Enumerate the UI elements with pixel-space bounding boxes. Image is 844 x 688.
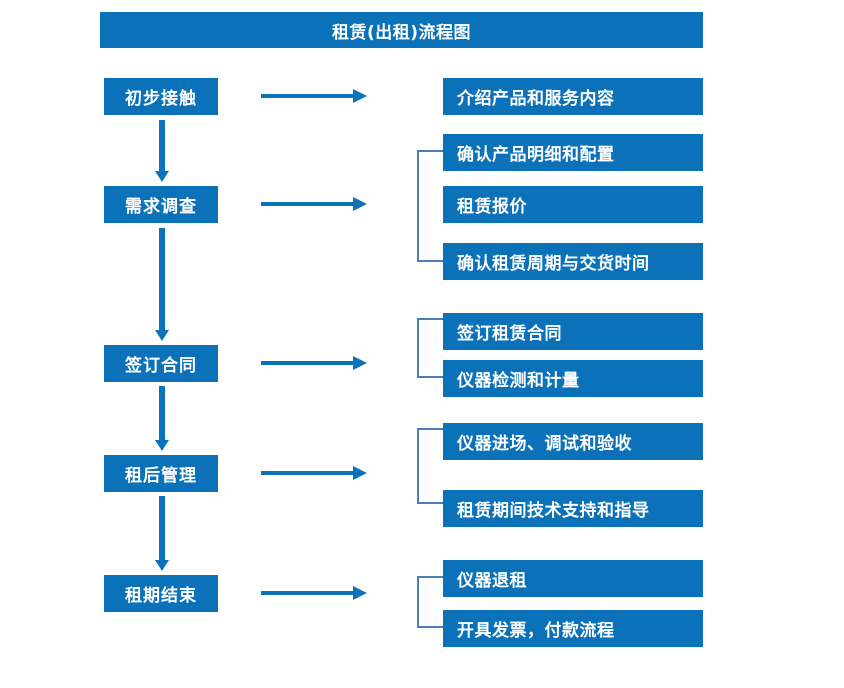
stage-box-1[interactable]: 初步接触 <box>104 78 218 115</box>
stage-box-3[interactable]: 签订合同 <box>104 345 218 382</box>
group-bracket-2 <box>417 318 443 378</box>
right-arrow-1 <box>261 89 367 103</box>
right-arrow-4 <box>261 466 367 480</box>
right-arrow-2 <box>261 197 367 211</box>
detail-box-4[interactable]: 确认租赁周期与交货时间 <box>443 243 703 280</box>
down-arrow-1 <box>155 120 169 182</box>
stage-box-4[interactable]: 租后管理 <box>104 455 218 492</box>
detail-box-5[interactable]: 签订租赁合同 <box>443 313 703 350</box>
right-arrow-3 <box>261 356 367 370</box>
stage-box-5[interactable]: 租期结束 <box>104 575 218 612</box>
down-arrow-2 <box>155 228 169 341</box>
stage-box-2[interactable]: 需求调查 <box>104 186 218 223</box>
group-bracket-1 <box>417 150 443 262</box>
down-arrow-4 <box>155 496 169 571</box>
detail-box-9[interactable]: 仪器退租 <box>443 560 703 597</box>
right-arrow-5 <box>261 586 367 600</box>
group-bracket-3 <box>417 428 443 504</box>
detail-box-10[interactable]: 开具发票，付款流程 <box>443 610 703 647</box>
detail-box-6[interactable]: 仪器检测和计量 <box>443 360 703 397</box>
detail-box-7[interactable]: 仪器进场、调试和验收 <box>443 423 703 460</box>
flowchart-title: 租赁(出租)流程图 <box>100 12 703 48</box>
detail-box-3[interactable]: 租赁报价 <box>443 186 703 223</box>
down-arrow-3 <box>155 386 169 451</box>
detail-box-2[interactable]: 确认产品明细和配置 <box>443 134 703 171</box>
detail-box-1[interactable]: 介绍产品和服务内容 <box>443 78 703 115</box>
detail-box-8[interactable]: 租赁期间技术支持和指导 <box>443 490 703 527</box>
group-bracket-4 <box>417 576 443 628</box>
